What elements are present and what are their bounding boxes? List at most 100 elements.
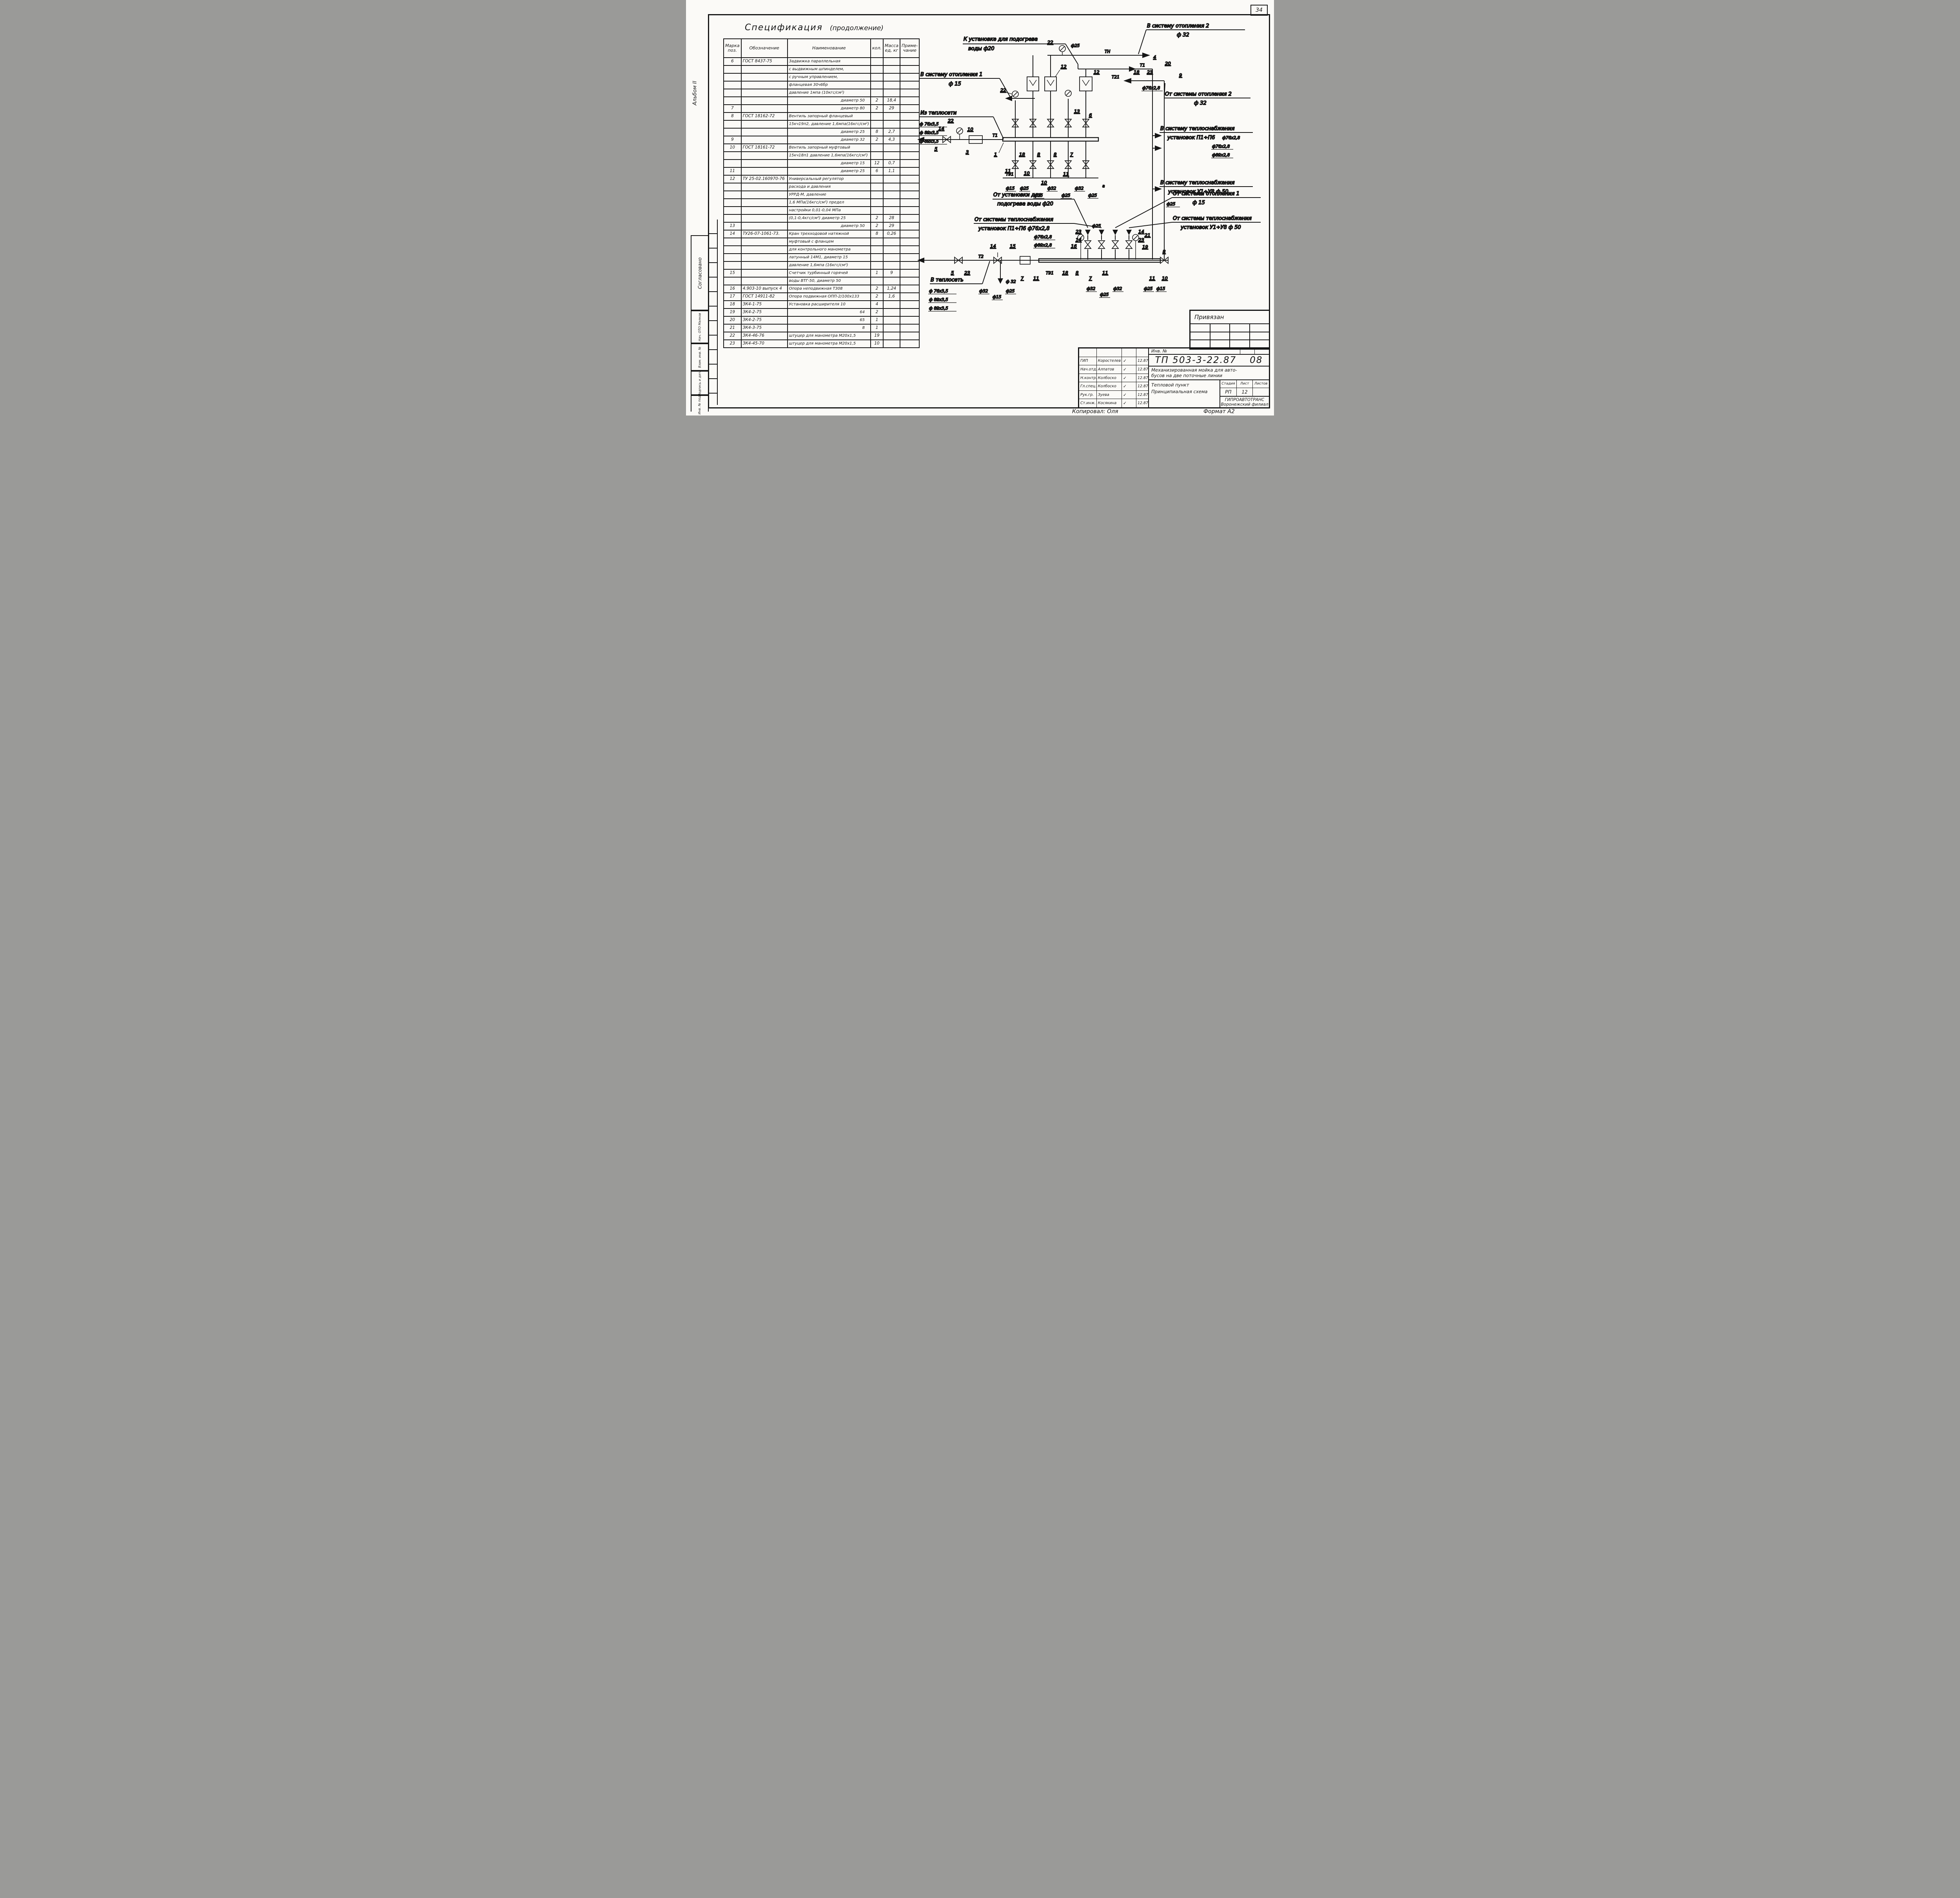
signature-cell: 12.87	[1137, 376, 1148, 380]
spec-cell	[899, 324, 920, 332]
svg-text:От системы отопления 1: От системы отопления 1	[1173, 191, 1240, 197]
spec-cell	[899, 120, 920, 129]
spec-cell	[870, 253, 884, 262]
svg-text:11: 11	[1033, 276, 1039, 281]
signature-blank-row	[1079, 348, 1148, 357]
spec-cell	[740, 89, 788, 97]
svg-text:ф25: ф25	[1071, 44, 1080, 48]
svg-text:ф32: ф32	[1113, 287, 1122, 291]
spec-cell: ЗК4-46-76	[740, 332, 788, 340]
svg-text:ф32: ф32	[1075, 186, 1084, 191]
spec-cell	[723, 96, 742, 105]
spec-cell	[899, 65, 920, 74]
spec-cell	[723, 120, 742, 129]
signature-row: Рук.гр.Зуева✓12.87	[1079, 390, 1148, 399]
spec-cell	[882, 253, 900, 262]
svg-text:7: 7	[1089, 276, 1092, 281]
spec-cell: с выдвижным шпинделем,	[787, 65, 871, 74]
svg-text:ф 89х3,5: ф 89х3,5	[920, 131, 939, 135]
spec-cell	[882, 238, 900, 246]
svg-text:Т91: Т91	[1046, 271, 1054, 276]
spec-cell	[723, 277, 742, 285]
drawing-title-line1: Тепловой пункт	[1151, 382, 1189, 388]
spec-cell	[899, 230, 920, 238]
spec-cell: 19	[870, 332, 884, 340]
svg-text:Т2: Т2	[978, 254, 984, 259]
spec-cell: 2	[870, 308, 884, 317]
spec-cell	[870, 120, 884, 129]
spec-col-designation: Обозначение	[740, 38, 788, 58]
spec-cell: давление 1мпа (10кгс/см²)	[787, 89, 871, 97]
spec-cell	[723, 73, 742, 82]
signature-cell: Коростелев	[1097, 357, 1122, 365]
spec-row: воды ВТГ-50, диаметр 50	[723, 277, 920, 285]
spec-cell: 2	[870, 104, 884, 113]
signature-cell: Гл.спец.	[1079, 382, 1097, 390]
svg-text:ф32: ф32	[1087, 287, 1096, 291]
signature-row: Гл.спец.Колбоско✓12.87	[1079, 382, 1148, 391]
doc-number-row: ТП 503-3-22.87 08	[1149, 355, 1269, 367]
svg-text:а: а	[1102, 184, 1105, 189]
spec-title-main: Спецификация	[745, 23, 823, 33]
spec-cell: 2	[870, 292, 884, 301]
spec-cell: Кран трехходовой натяжной	[787, 230, 871, 238]
drawing-sheet: 34 Альбом II Согласовано Нач. ОТО Малков…	[686, 0, 1274, 416]
inv-podl-stamp: Инв. № подл.	[691, 392, 709, 414]
inv-row: Инв. №	[1149, 348, 1269, 355]
spec-cell: 0,7	[882, 159, 900, 168]
spec-cell	[899, 151, 920, 160]
spec-cell: 1	[870, 269, 884, 278]
spec-cell: ТУ26-07-1061-73.	[740, 230, 788, 238]
spec-cell: 20	[723, 316, 742, 325]
project-title: Механизированная мойка для авто- бусов н…	[1149, 367, 1269, 380]
spec-cell	[882, 175, 900, 183]
vzam-inv-stamp: Взам. инв. №	[691, 343, 709, 372]
signature-cell: 12.87	[1137, 392, 1148, 397]
spec-cell: 64	[787, 308, 871, 317]
svg-text:22: 22	[948, 118, 954, 123]
svg-text:ф89х2,8: ф89х2,8	[1034, 243, 1052, 248]
spec-cell: воды ВТГ-50, диаметр 50	[787, 277, 871, 285]
svg-text:12: 12	[1061, 64, 1067, 69]
spec-cell: Вентиль запорный фланцевый	[787, 112, 871, 121]
spec-cell	[882, 316, 900, 325]
spec-cell	[882, 112, 900, 121]
stage-value: РП	[1220, 388, 1237, 396]
label-to-supply-p: В систему теплоснабжения установок П1÷П6…	[1152, 125, 1253, 158]
spec-cell	[899, 104, 920, 113]
spec-cell	[723, 261, 742, 270]
sheet-number: 34	[1256, 7, 1263, 13]
spec-cell	[882, 73, 900, 82]
project-title-line1: Механизированная мойка для авто-	[1151, 367, 1237, 373]
spec-cell: 4,3	[882, 136, 900, 144]
svg-text:11: 11	[1005, 168, 1011, 174]
spec-cell: Задвижка параллельная	[787, 57, 871, 66]
svg-text:ф76х2,8: ф76х2,8	[1142, 86, 1160, 91]
spec-cell: 7	[723, 104, 742, 113]
spec-cell	[723, 245, 742, 254]
svg-text:5: 5	[935, 146, 937, 152]
spec-cell: 65	[787, 316, 871, 325]
spec-cell	[899, 112, 920, 121]
signature-cell: 12.87	[1137, 401, 1148, 406]
spec-col-qty: кол.	[870, 38, 884, 58]
spec-cell	[882, 332, 900, 340]
signature-cell: 12.87	[1137, 359, 1148, 363]
spec-cell	[870, 65, 884, 74]
signature-cell: ГИП	[1079, 357, 1097, 365]
spec-cell	[882, 81, 900, 89]
spec-cell: латунный 14М1, диаметр 15	[787, 253, 871, 262]
spec-col-note: Приме- чание	[899, 38, 920, 58]
spec-cell: 29	[882, 222, 900, 230]
spec-cell: 18	[723, 300, 742, 309]
svg-text:Из теплосети: Из теплосети	[920, 110, 956, 116]
svg-text:6: 6	[1089, 113, 1092, 118]
spec-cell	[740, 222, 788, 230]
svg-text:19: 19	[1142, 244, 1148, 250]
spec-cell	[740, 104, 788, 113]
spec-row: для контрольного манометра	[723, 245, 920, 254]
